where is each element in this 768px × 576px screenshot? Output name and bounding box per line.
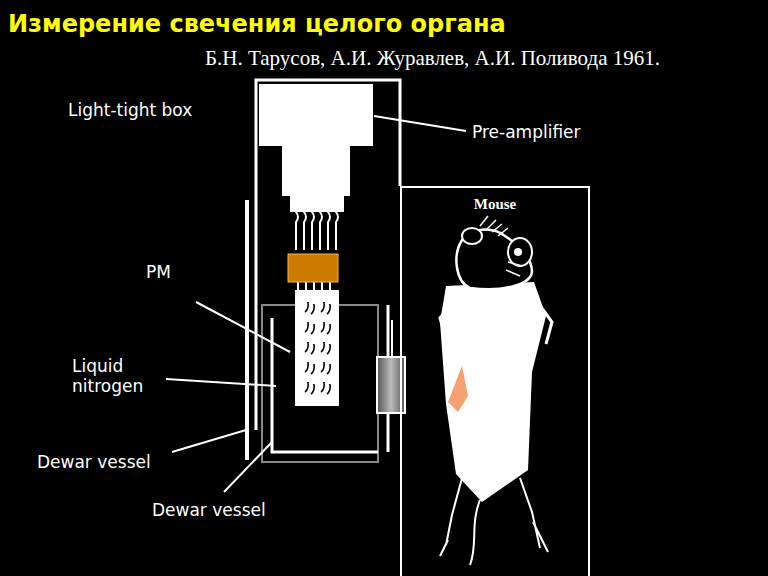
box-label: Mouse [402,188,588,213]
dynodes [305,302,330,394]
mouse-ear [508,238,532,266]
pin [321,282,323,290]
dynode [321,342,330,354]
photomultiplier [295,290,339,406]
signal-wire [296,152,298,250]
part-label: Pre-amplifier [472,122,581,142]
organ-patch [448,366,468,412]
part-label: Dewar vessel [37,452,151,472]
leader-lines [166,116,466,492]
pin [329,282,331,290]
leader-line [172,430,246,452]
pin [297,282,299,290]
leader-line [224,442,272,492]
enclosure-box: Mouse [400,186,590,576]
dewar-wall [391,320,393,357]
signal-wire [336,152,338,250]
pre-amplifier-socket [282,146,350,212]
dynode [305,322,314,334]
leader-line [196,302,290,352]
mouse-ear [462,228,482,244]
pin [305,282,307,290]
signal-wire [328,152,330,250]
dynode [321,302,330,314]
slide-title: Измерение свечения целого органа [8,10,506,38]
signal-wire [320,152,322,250]
dynode [305,382,314,394]
mouse-body [440,282,546,502]
mouse-drawing [440,216,552,565]
dynode [305,362,314,374]
mouse-whiskers [506,262,522,276]
dynode [321,362,330,374]
part-label: Dewar vessel [152,500,266,520]
part-label: Light-tight box [68,100,192,120]
box-wall [255,200,258,430]
dynode [321,322,330,334]
leader-line [166,379,276,386]
authors-line: Б.Н. Тарусов, А.И. Журавлев, А.И. Поливо… [205,46,660,71]
dynode [305,342,314,354]
leader-line [374,116,466,131]
pre-amplifier [259,84,373,146]
mouse-eye [514,248,522,256]
dynode [321,382,330,394]
dynode [305,302,314,314]
pin [313,282,315,290]
mouse-tail [470,500,480,565]
photocathode-block [288,254,338,282]
signal-wire [312,152,314,250]
signal-wire [304,152,306,250]
part-label: Liquid nitrogen [72,356,160,396]
mouse-forelegs [440,300,552,344]
part-label: PM [146,262,171,282]
mouse-whiskers [480,216,508,236]
